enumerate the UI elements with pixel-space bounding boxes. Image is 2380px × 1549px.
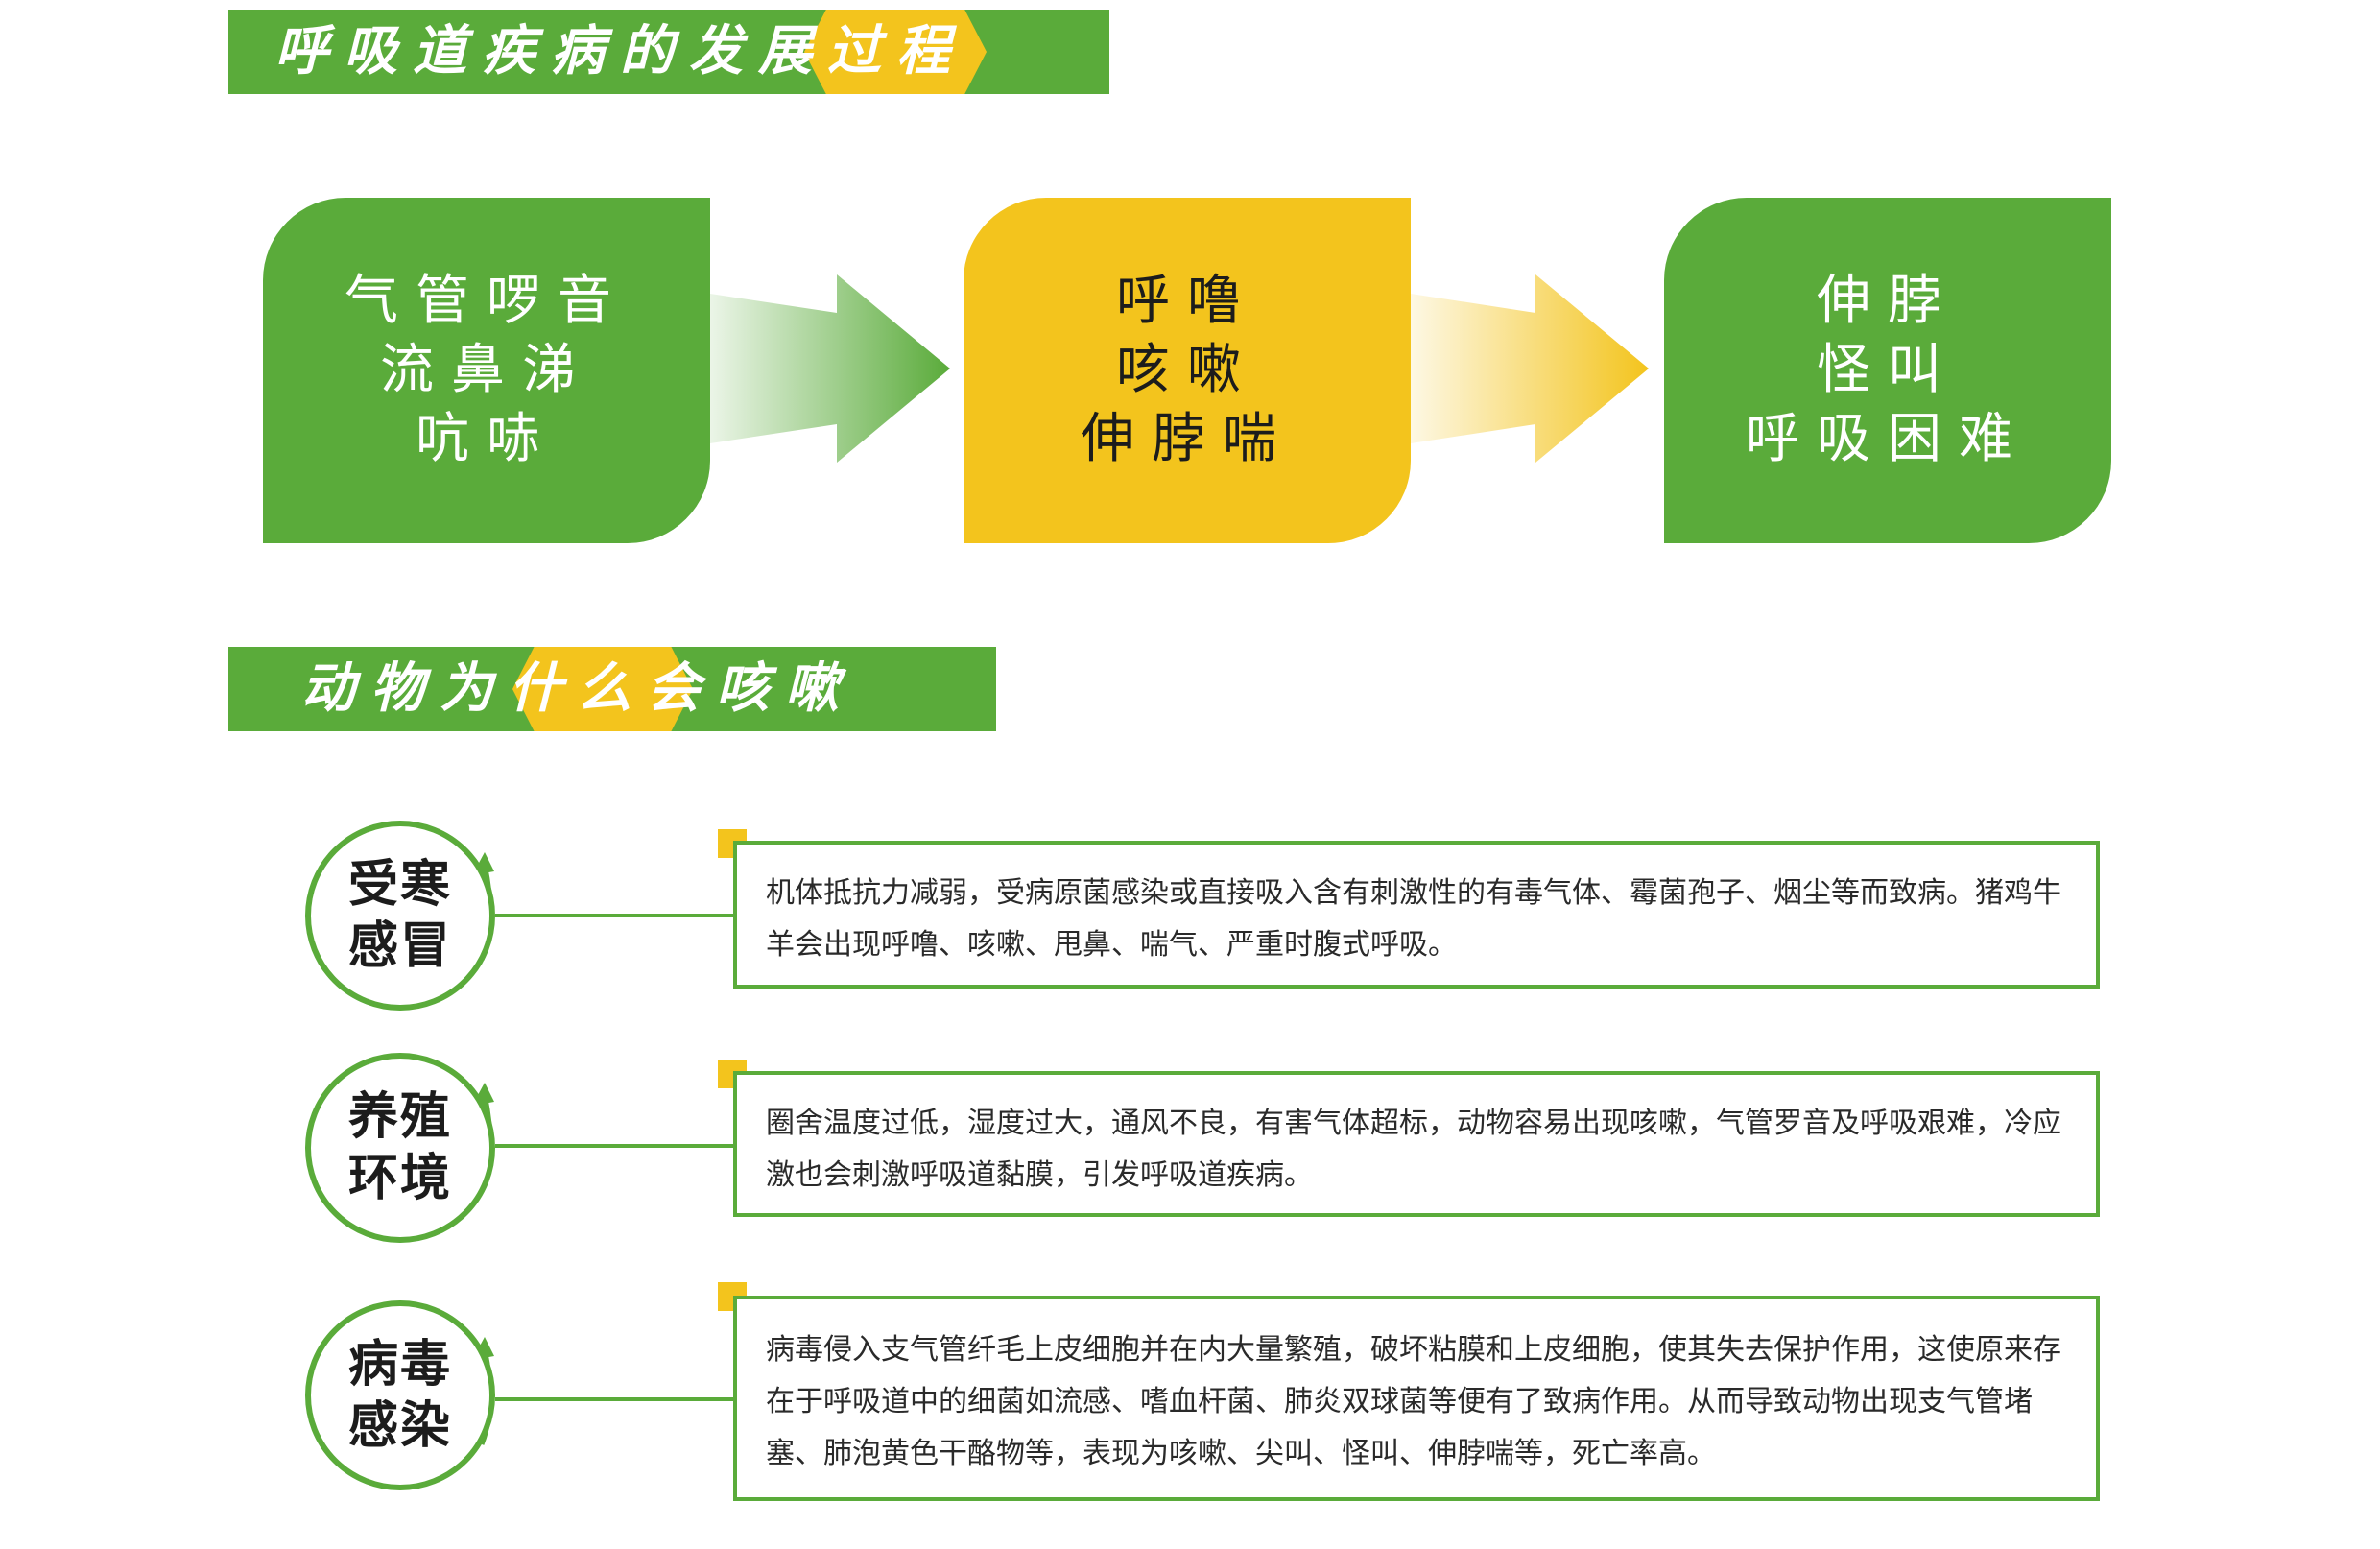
- banner-highlight: [804, 10, 987, 94]
- cause-label-line: 环境: [347, 1150, 452, 1207]
- cause-label-line: 养殖: [347, 1088, 452, 1146]
- stage-line: 怪叫: [1817, 339, 1959, 401]
- stage-line: 吭哧: [416, 408, 558, 470]
- stage-line: 伸脖: [1817, 270, 1959, 332]
- stage-line: 呼噜: [1116, 270, 1258, 332]
- arrow-yellow: [1411, 274, 1649, 463]
- cause-circle-virus: 病毒 感染: [305, 1300, 495, 1490]
- cause-description-cold: 机体抵抗力减弱，受病原菌感染或直接吸入含有刺激性的有毒气体、霉菌孢子、烟尘等而致…: [733, 841, 2100, 989]
- cause-circle-environment: 养殖 环境: [305, 1053, 495, 1243]
- cause-label-line: 病毒: [347, 1336, 452, 1394]
- stage-box-early: 气管啰音 流鼻涕 吭哧: [263, 198, 710, 543]
- cause-label-line: 受寒: [347, 856, 452, 914]
- cause-label-line: 感染: [347, 1397, 452, 1455]
- stage-line: 咳嗽: [1116, 339, 1258, 401]
- section-banner-causes: 动物为什么会咳嗽: [228, 647, 996, 731]
- stage-box-middle: 呼噜 咳嗽 伸脖喘: [964, 198, 1411, 543]
- section-title-causes: 动物为什么会咳嗽: [301, 657, 854, 720]
- cause-connector: [495, 1144, 735, 1148]
- cause-circle-cold: 受寒 感冒: [305, 821, 495, 1011]
- cause-description-virus: 病毒侵入支气管纤毛上皮细胞并在内大量繁殖，破坏粘膜和上皮细胞，使其失去保护作用，…: [733, 1296, 2100, 1501]
- stage-box-severe: 伸脖 怪叫 呼吸困难: [1664, 198, 2111, 543]
- section-title-process: 呼吸道疾病的发展过程: [274, 20, 965, 83]
- stage-line: 呼吸困难: [1746, 408, 2030, 470]
- cause-connector: [495, 1397, 735, 1401]
- section-banner-process: 呼吸道疾病的发展过程: [228, 10, 1109, 94]
- cause-connector: [495, 914, 735, 917]
- stage-line: 气管啰音: [345, 270, 629, 332]
- stage-line: 流鼻涕: [380, 339, 593, 401]
- banner-highlight: [512, 647, 693, 731]
- stage-line: 伸脖喘: [1081, 408, 1294, 470]
- cause-label-line: 感冒: [347, 917, 452, 975]
- arrow-green: [710, 274, 950, 463]
- cause-description-environment: 圈舍温度过低，湿度过大，通风不良，有害气体超标，动物容易出现咳嗽，气管罗音及呼吸…: [733, 1071, 2100, 1217]
